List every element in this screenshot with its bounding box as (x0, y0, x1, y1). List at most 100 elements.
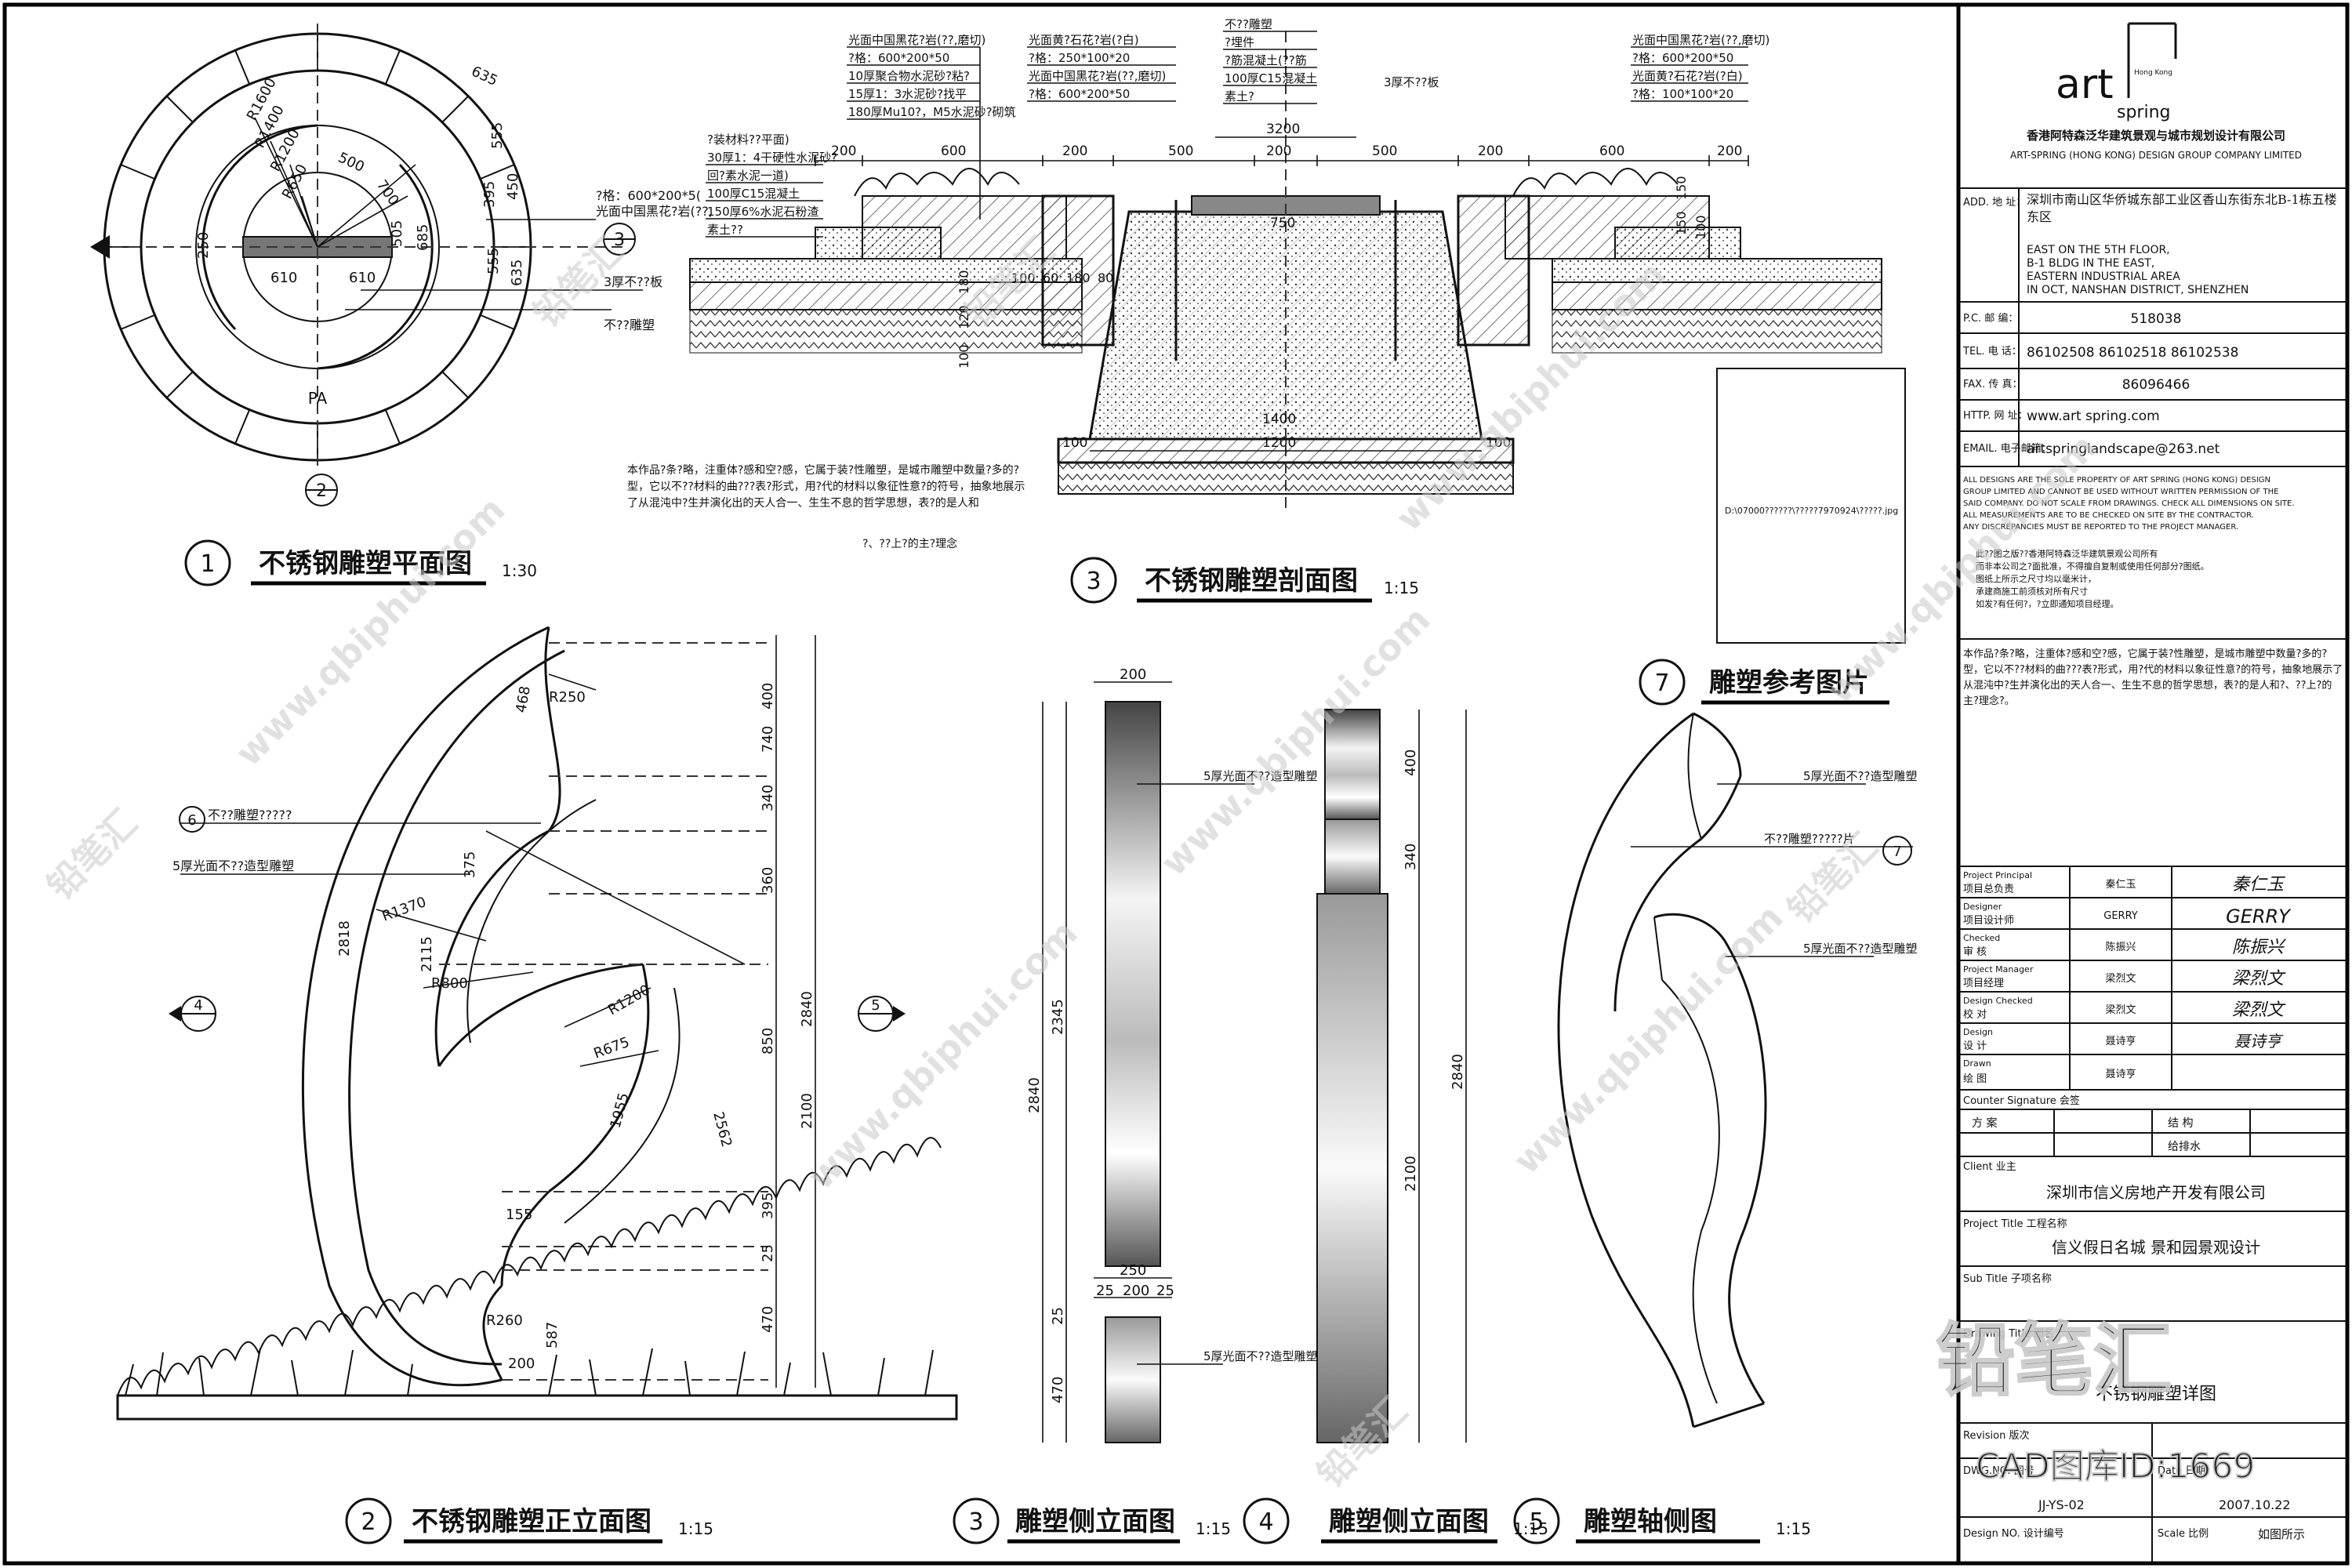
section-note: 回?素水泥一道) (707, 169, 789, 183)
role-en: Project Manager (1963, 964, 2034, 975)
note-cn: 此??图之版??香港阿特森泛华建筑景观公司所有 (1976, 548, 2158, 559)
side1-title: 3 雕塑侧立面图 1:15 (953, 1497, 1231, 1544)
title-scale: 1:15 (1196, 1519, 1231, 1538)
counter-signature-label: Counter Signature 会签 (1963, 1094, 2080, 1107)
section-dim: 600 (1599, 143, 1624, 159)
side2-dim: 400 (1403, 750, 1419, 776)
section-note: 180厚Mu10?，M5水泥砂?砌筑 (848, 105, 1016, 119)
role-en: Drawn (1963, 1058, 1991, 1069)
section-dim: 600 (941, 143, 966, 159)
plan-dim: 250 (195, 232, 212, 259)
note-en: ALL DESIGNS ARE THE SOLE PROPERTY OF ART… (1963, 476, 2270, 485)
title-text: 雕塑侧立面图 (1015, 1506, 1175, 1537)
front-dim: R260 (486, 1312, 523, 1329)
section-bottom-dims: 1400 100 1200 100 750 (1062, 216, 1511, 451)
section-dim: 3200 (1266, 122, 1300, 137)
section-side-dims: 100 60 180 80 100 120 180 150 150 100 (956, 176, 1708, 368)
title-number: 2 (361, 1508, 376, 1536)
title-number: 1 (200, 550, 215, 578)
role-cn: 项目经理 (1963, 978, 2004, 989)
section-top-dims: 200 600 200 500 3200 200 500 200 600 200 (831, 122, 1742, 159)
side1-label: 5厚光面不??造型雕塑 (1203, 1349, 1317, 1363)
logo-hk: Hong Kong (2134, 69, 2172, 77)
front-vdim: 740 (760, 726, 776, 753)
side1-dim: 470 (1050, 1377, 1066, 1403)
section-dim: 200 (1062, 143, 1087, 159)
addr-en: IN OCT, NANSHAN DISTRICT, SHENZHEN (2027, 284, 2249, 296)
front-label: 不??雕塑????? (208, 808, 292, 822)
addr-en: EASTERN INDUSTRIAL AREA (2027, 270, 2180, 283)
fax-label: FAX. 传 真： (1963, 379, 2022, 390)
section-dim: 1200 (1262, 435, 1296, 451)
role-en: Checked (1963, 933, 2000, 943)
note-en: SAID COMPANY. DO NOT SCALE FROM DRAWINGS… (1963, 499, 2295, 508)
logo-art: art (2056, 61, 2114, 108)
side1-dim: 200 (1120, 666, 1146, 683)
note-cn: 承建商施工前须核对所有尺寸 (1976, 586, 2088, 597)
section-dim: 200 (1717, 143, 1742, 159)
title-text: 雕塑参考图片 (1709, 667, 1869, 699)
dwg-no: JJ-YS-02 (2038, 1497, 2085, 1512)
tb-description: 本作品?条?略，注重体?感和空?感，它属于装?性雕塑，是城市雕塑中数量?多的?型… (1963, 648, 2343, 707)
section-note: ?格：250*100*20 (1029, 51, 1130, 65)
watermark-id: CAD图库ID:1669 (1976, 1446, 2255, 1486)
side2-dim: 340 (1403, 844, 1419, 870)
role-signature: 梁烈文 (2232, 969, 2286, 989)
role-signature: 陈振兴 (2232, 938, 2286, 957)
role-signature: 秦仁玉 (2232, 875, 2286, 895)
section-right-notes: 光面中国黑花?岩(??,磨切) ?格：600*200*50 光面黄?石花?岩(?… (1384, 33, 1769, 101)
title-number: 3 (1086, 568, 1101, 595)
role-signature: 聂诗亨 (2234, 1032, 2284, 1051)
plan-dim: 555 (489, 122, 506, 149)
front-vdim: 470 (760, 1306, 776, 1333)
front-title: 2 不锈钢雕塑正立面图 1:15 (345, 1497, 713, 1544)
front-dim: 2115 (419, 936, 435, 972)
section-note: 素土? (1225, 89, 1254, 103)
section-dim: 100 (1011, 270, 1036, 285)
section-description-text: 本作品?条?略，注重体?感和空?感，它属于装?性雕塑，是城市雕塑中数量?多的?型… (627, 464, 1025, 510)
plan-dim: 450 (505, 173, 521, 200)
section-note: 光面中国黑花?岩(??,磨切) (1632, 33, 1769, 47)
website-link[interactable]: www.art spring.com (2027, 408, 2160, 424)
side-elevation-2: 400 340 2100 2840 (1316, 709, 1467, 1443)
notes-cn: 此??图之版??香港阿特森泛华建筑景观公司所有 而非本公司之?面批准，不得擅自复… (1976, 548, 2209, 609)
subtitle-label: Sub Title 子项名称 (1963, 1272, 2052, 1285)
plan-title: 1 不锈钢雕塑平面图 1:30 (184, 539, 537, 586)
title-text: 不锈钢雕塑正立面图 (412, 1506, 652, 1537)
section-note: ?格：100*100*20 (1632, 87, 1733, 101)
date-label: Date 日期 (2158, 1465, 2205, 1477)
addr-en: EAST ON THE 5TH FLOOR, (2027, 244, 2170, 256)
side2-dim: 2100 (1403, 1156, 1419, 1192)
scale-value: 如图所示 (2258, 1527, 2305, 1541)
sig-cell: 方 案 (1972, 1116, 1997, 1130)
plan-dim: 505 (389, 220, 405, 247)
role-name: 聂诗亨 (2105, 1068, 2136, 1080)
section-note: 15厚1：3水泥砂?找平 (848, 87, 967, 101)
roles-table: Project Principal 项目总负责 秦仁玉 秦仁玉 Designer… (1963, 870, 2292, 1085)
section-dim: 100 (956, 344, 971, 368)
section-dim: 100 (1486, 435, 1511, 451)
project-label: Project Title 工程名称 (1963, 1218, 2067, 1230)
email-link[interactable]: artspringlandscape@263.net (2027, 441, 2220, 457)
plan-dim: 685 (415, 224, 431, 251)
client-label: Client 业主 (1963, 1161, 2016, 1173)
title-scale: 1:15 (678, 1519, 713, 1538)
tel-label: TEL. 电 话： (1962, 346, 2022, 358)
section-note: 3厚不??板 (1384, 75, 1439, 89)
sig-cell: 给排水 (2168, 1141, 2201, 1153)
note-cn: 如发?有任何?，?立即通知项目经理。 (1976, 598, 2119, 609)
reference-image-caption: D:\07000??????\?????7970924\?????.jpg (1725, 506, 1898, 516)
front-dim: 2562 (710, 1110, 735, 1149)
watermark-site: www.qbiphui.com (1505, 896, 1791, 1182)
front-label: 5厚光面不??造型雕塑 (172, 858, 294, 873)
front-dim: R250 (549, 689, 586, 706)
side1-dim: 25 (1096, 1283, 1114, 1299)
plan-dim: 395 (481, 181, 498, 208)
plan-marker: 3 (614, 230, 625, 250)
front-vdim: 2840 (799, 991, 815, 1027)
plan-label-plate: 3厚不??板 (604, 274, 662, 289)
note-cn: 而非本公司之?面批准，不得擅自复制或使用任何部分?图纸。 (1976, 561, 2209, 572)
section-left-notes: 光面中国黑花?岩(??,磨切) ?格：600*200*50 10厚聚合物水泥砂?… (707, 33, 1016, 237)
drawing-title: 不锈钢雕塑详图 (2096, 1385, 2216, 1404)
